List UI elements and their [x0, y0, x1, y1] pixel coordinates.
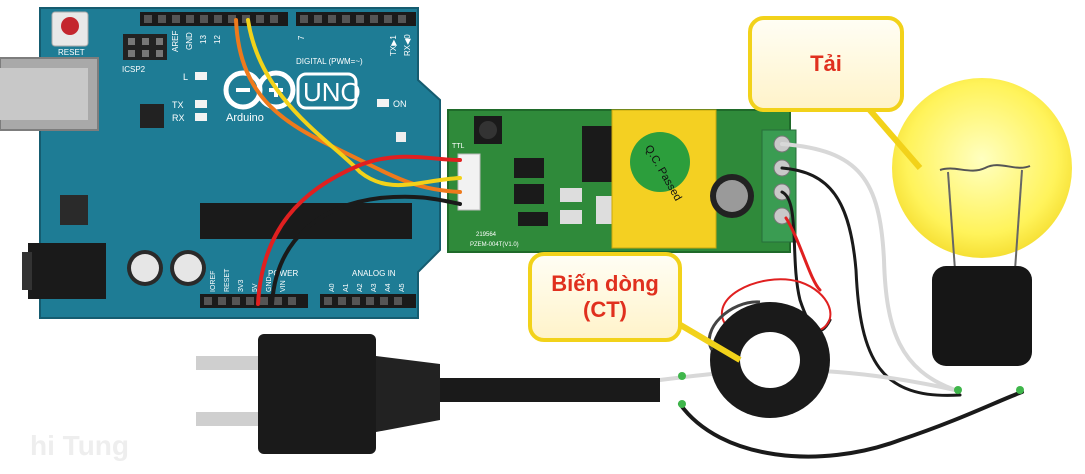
yellow-wire — [246, 18, 462, 188]
load-callout-text: Tải — [810, 51, 842, 76]
resistor-3 — [596, 196, 616, 224]
pin12-label: 12 — [213, 35, 222, 44]
plug-prong-2 — [196, 412, 262, 426]
current-transformer — [708, 300, 830, 418]
callout-pointers — [670, 106, 923, 363]
ct-callout-line2: (CT) — [583, 297, 627, 322]
pin7-label: 7 — [297, 35, 306, 40]
aref-label: AREF — [171, 31, 180, 52]
uno-label: UNO — [303, 77, 361, 107]
module-ic — [518, 212, 548, 226]
power-label: POWER — [268, 269, 298, 278]
bulb-glass — [892, 78, 1072, 258]
ct-coil-red — [721, 278, 832, 331]
plug-prong-1 — [196, 356, 262, 370]
optocoupler-2 — [514, 184, 544, 204]
a4-label: A4 — [385, 283, 392, 292]
ct-callout-box — [528, 252, 682, 342]
ct-red-wire — [784, 216, 822, 292]
analog-label: ANALOG IN — [352, 269, 396, 278]
reset2-label: RESET — [224, 268, 231, 292]
load-callout: Tải — [750, 18, 902, 110]
ct-callout: Biến dòng (CT) — [530, 254, 680, 340]
reset-button-cap — [61, 17, 79, 35]
uno-badge — [296, 72, 358, 110]
on-led — [377, 99, 389, 107]
load-callout-box — [748, 16, 904, 112]
red-5v-wire — [256, 154, 462, 306]
model-label: PZEM-004T(V1.0) — [470, 242, 519, 248]
signal-wires — [234, 18, 462, 306]
white-load-wire-1 — [780, 142, 957, 392]
rx-led-label: RX — [172, 113, 185, 123]
resistor-2 — [560, 210, 582, 224]
optocoupler-1 — [514, 158, 544, 178]
atmega-chip — [200, 203, 412, 239]
plug-cable — [440, 378, 660, 402]
bulb-filament — [939, 164, 1031, 172]
pzem-004t-module: TTL 219564 PZEM-004T(V1.0) Q.C. Passed — [447, 109, 797, 253]
brand-label: Arduino — [226, 112, 264, 124]
plug-body — [258, 334, 376, 454]
ttl-connector — [457, 153, 481, 211]
arduino-uno-board: RESET ICSP2 AREF GND 13 12 7 TX▶1 RX◀0 D… — [0, 7, 441, 319]
a5-label: A5 — [399, 283, 406, 292]
usb-chip — [140, 104, 164, 128]
digital-label: DIGITAL (PWM=~) — [296, 57, 363, 66]
dc-jack — [28, 243, 106, 299]
a2-label: A2 — [357, 283, 364, 292]
ttl-label: TTL — [452, 143, 465, 150]
ioref-label: IOREF — [210, 271, 217, 292]
reset-label: RESET — [58, 48, 85, 57]
5v-label: 5V — [252, 283, 259, 292]
a3-label: A3 — [371, 283, 378, 292]
qc-sticker — [630, 132, 690, 192]
code-label: 219564 — [476, 232, 497, 238]
light-bulb-load — [892, 78, 1072, 394]
gnd-label: GND — [185, 32, 194, 50]
black-gnd-wire — [270, 194, 462, 306]
bulb-base — [932, 266, 1032, 366]
tx-pin-label: TX▶1 — [389, 35, 398, 56]
tx-led — [195, 100, 207, 108]
l-led — [195, 72, 207, 80]
tx-led-label: TX — [172, 100, 184, 110]
gnd2-label: GND — [266, 276, 273, 292]
l-led-label: L — [183, 72, 188, 82]
3v3-label: 3V3 — [238, 279, 245, 292]
pin13-label: 13 — [199, 35, 208, 44]
rx-led — [195, 113, 207, 121]
orange-wire — [234, 18, 462, 194]
ac-plug — [196, 334, 686, 454]
black-line-wire — [678, 390, 1024, 459]
on-led-label: ON — [393, 99, 407, 109]
watermark: hi Tung — [30, 430, 129, 461]
a1-label: A1 — [343, 283, 350, 292]
icsp2-label: ICSP2 — [122, 65, 146, 74]
vin-label: VIN — [280, 280, 287, 292]
resistor-1 — [560, 188, 582, 202]
a0-label: A0 — [329, 283, 336, 292]
rx-pin-label: RX◀0 — [403, 34, 412, 56]
ct-callout-line1: Biến dòng — [551, 271, 659, 296]
voltage-regulator — [60, 195, 88, 225]
black-load-wire-1 — [780, 166, 962, 397]
